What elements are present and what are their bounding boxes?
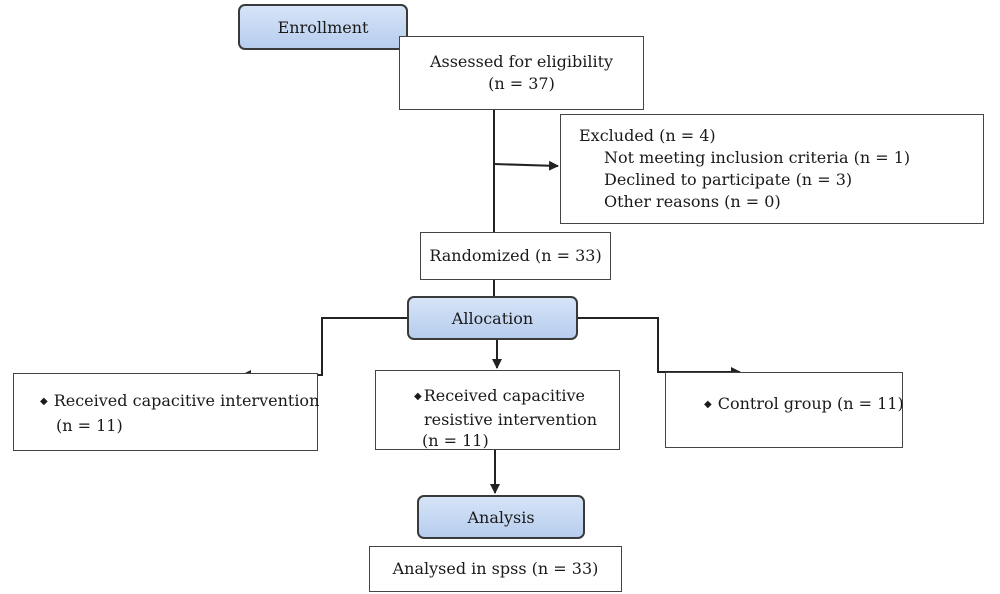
cr-arm-line3: (n = 11)	[422, 431, 489, 450]
capacitive-arm-box: ◆Received capacitive intervention (n = 1…	[13, 373, 320, 451]
assessed-box: Assessed for eligibility (n = 37)	[399, 36, 644, 110]
analysis-label: Analysis	[467, 507, 535, 527]
excluded-reason-1: Not meeting inclusion criteria (n = 1)	[604, 148, 911, 167]
cr-arm-line1: ◆Received capacitive	[414, 386, 586, 405]
control-arm-box: ◆Control group (n = 11)	[665, 372, 904, 448]
randomized-label: Randomized (n = 33)	[429, 246, 602, 265]
enrollment-label: Enrollment	[277, 17, 369, 37]
analysed-box: Analysed in spss (n = 33)	[369, 546, 622, 592]
allocation-stage: Allocation	[407, 296, 578, 340]
excluded-box: Excluded (n = 4) Not meeting inclusion c…	[560, 114, 984, 224]
cr-arm-line2: resistive intervention	[424, 410, 598, 429]
control-arm-line1: ◆Control group (n = 11)	[704, 394, 904, 413]
excluded-reason-3: Other reasons (n = 0)	[604, 192, 781, 211]
capacitive-arm-line1: ◆Received capacitive intervention	[40, 391, 320, 410]
analysed-label: Analysed in spss (n = 33)	[392, 559, 599, 578]
bullet-icon: ◆	[414, 391, 422, 402]
assessed-line2: (n = 37)	[488, 74, 555, 93]
bullet-icon: ◆	[40, 396, 48, 407]
excluded-arrow	[493, 160, 559, 171]
capacitive-resistive-arm-box: ◆Received capacitive resistive intervent…	[375, 370, 620, 450]
left-branch-arrow	[241, 317, 407, 380]
right-branch-arrow	[578, 317, 741, 377]
allocation-label: Allocation	[451, 308, 534, 328]
assessed-line1: Assessed for eligibility	[429, 52, 614, 71]
capacitive-arm-line2: (n = 11)	[56, 416, 123, 435]
excluded-title: Excluded (n = 4)	[579, 126, 716, 145]
excluded-reason-2: Declined to participate (n = 3)	[604, 170, 853, 189]
randomized-box: Randomized (n = 33)	[420, 232, 611, 280]
analysis-stage: Analysis	[417, 495, 585, 539]
bullet-icon: ◆	[704, 399, 712, 410]
enrollment-stage: Enrollment	[238, 4, 408, 50]
